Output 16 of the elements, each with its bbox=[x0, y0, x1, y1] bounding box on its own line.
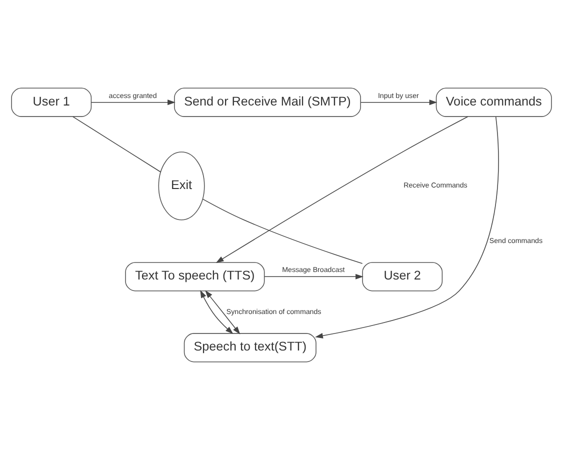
node-box: Text To speech (TTS) bbox=[125, 262, 265, 292]
connector bbox=[202, 198, 363, 264]
arrow bbox=[360, 100, 438, 106]
node-box: User 1 bbox=[11, 88, 92, 117]
arrow bbox=[264, 274, 364, 280]
node-ellipse: Exit bbox=[158, 152, 205, 220]
arrow bbox=[216, 116, 468, 263]
arrow bbox=[205, 290, 240, 334]
arrow bbox=[90, 100, 176, 106]
arrow bbox=[315, 116, 499, 338]
node-box: Send or Receive Mail (SMTP) bbox=[174, 88, 361, 117]
connector bbox=[72, 116, 162, 172]
arrow bbox=[200, 290, 234, 334]
node-box: Speech to text(STT) bbox=[184, 333, 316, 362]
node-box: User 2 bbox=[362, 262, 443, 292]
node-box: Voice commands bbox=[436, 88, 552, 117]
